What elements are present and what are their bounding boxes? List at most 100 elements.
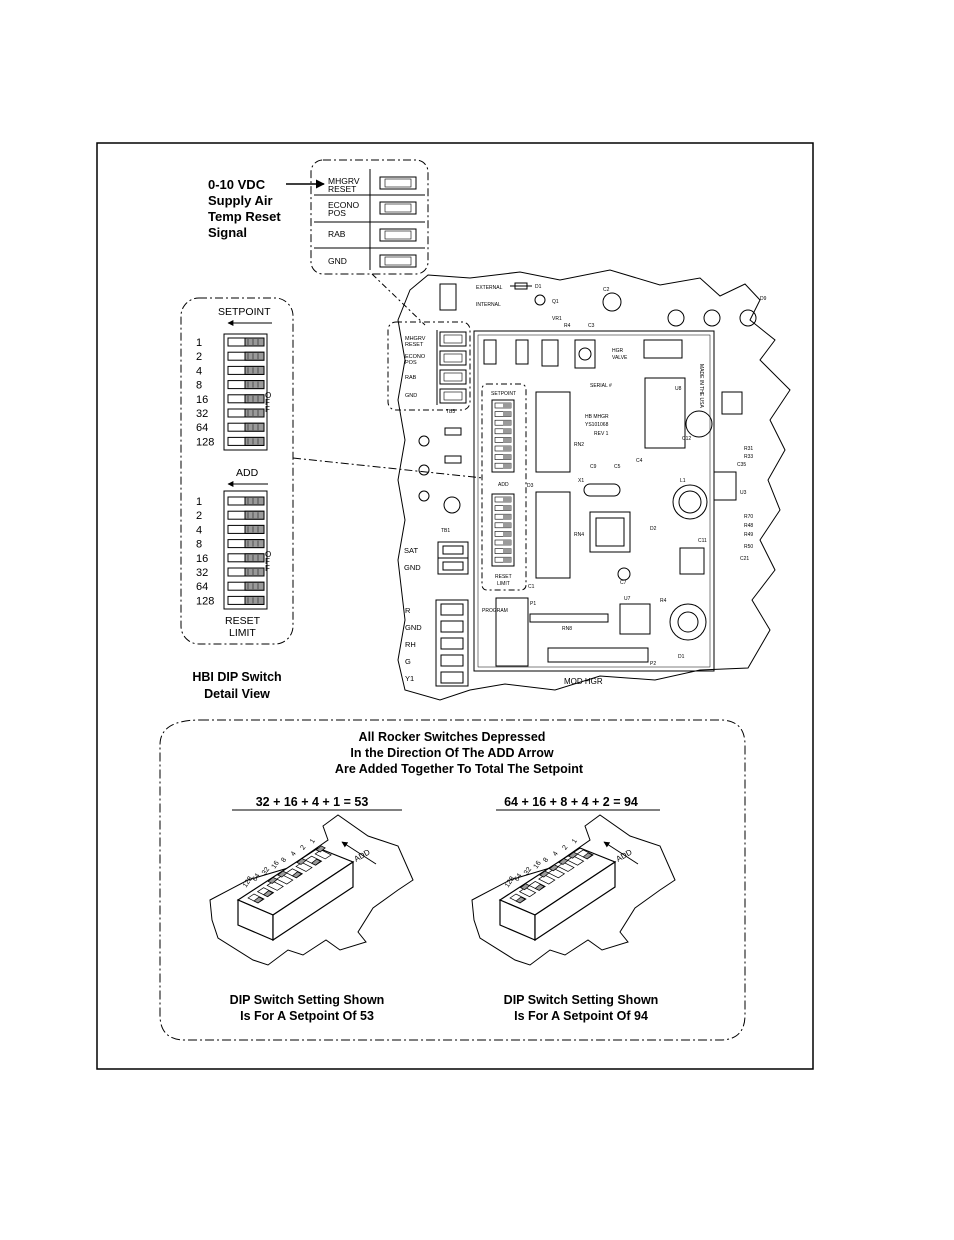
dip-lever-2 <box>310 858 322 866</box>
add-arrow <box>341 841 377 865</box>
dip-lever-64 <box>262 890 274 898</box>
dip-setpoint-switch-body <box>223 333 268 451</box>
board-c11: C11 <box>698 538 707 544</box>
board-p2: P2 <box>650 661 656 667</box>
dip-digit-32: 32 <box>523 866 533 876</box>
board-r31: R31 <box>744 446 753 452</box>
board-tb-screw-3 <box>439 369 467 385</box>
torn-paper <box>471 814 676 966</box>
battery-holder <box>669 603 707 641</box>
dip-bot-value-8: 8 <box>196 539 202 551</box>
board-tb3: TB3 <box>446 409 455 415</box>
dip-digit-32: 32 <box>261 866 271 876</box>
dip-bot-switch-lever-8 <box>244 539 265 549</box>
board-name-2: YS101068 <box>585 422 609 428</box>
microcontroller-die <box>595 517 625 547</box>
board-tb-rab: RAB <box>405 375 417 381</box>
jumper-resistors <box>541 339 559 367</box>
dip-top-switch-lever-32 <box>244 408 265 418</box>
add-arrow <box>603 841 639 865</box>
lower-terminal-screw-gnd <box>440 620 464 633</box>
board-dip-body-2 <box>491 493 515 567</box>
board-reset: RESET <box>495 574 512 580</box>
board-u3: U3 <box>740 490 747 496</box>
board-tb-reset: RESET <box>405 342 424 348</box>
p2-connector <box>547 647 649 663</box>
dip-top-value-16: 16 <box>196 394 208 406</box>
terminal-label-pos: POS <box>328 208 346 218</box>
board-program: PROGRAM <box>482 608 508 614</box>
lower-terminal-screw-y1 <box>440 671 464 684</box>
dip-bot-switch-lever-16 <box>244 553 265 563</box>
dip-top-value-4: 4 <box>196 365 202 377</box>
terminal-label-rab: RAB <box>328 229 346 239</box>
main-pcb <box>473 330 715 672</box>
board-terminal-zoom-outline <box>387 321 471 411</box>
rn8-network <box>529 613 609 623</box>
board-dip-lever <box>503 411 511 417</box>
board-resistor <box>514 282 528 290</box>
left-caption-2: Is For A Setpoint Of 53 <box>240 1009 374 1023</box>
board-tb1: TB1 <box>441 528 450 534</box>
dip-digit-1: 1 <box>571 838 579 845</box>
lower-terminal-screw-g <box>440 654 464 667</box>
board-dip-lever <box>503 420 511 426</box>
dip-detail-outline <box>180 297 294 645</box>
battery-center <box>677 611 699 633</box>
dip-top-switch-lever-128 <box>244 436 265 446</box>
board-serial: SERIAL # <box>590 383 612 389</box>
board-tb-screw-1 <box>439 331 467 347</box>
dip-top-switch-lever-8 <box>244 380 265 390</box>
lower-terminal-label-gnd: GND <box>405 623 422 632</box>
dip-reset-title-1: RESET <box>225 615 261 627</box>
dip-reset-title-2: LIMIT <box>229 627 256 639</box>
dip-bot-off-o: O <box>265 550 271 559</box>
board-vr1: VR1 <box>552 316 562 322</box>
board-rn2: RN2 <box>574 442 584 448</box>
board-hgr: HGR <box>612 348 624 354</box>
board-dip-lever <box>503 548 511 554</box>
dip-top-switch-lever-64 <box>244 422 265 432</box>
led1-component <box>515 339 529 365</box>
terminal-label-econo: ECONO <box>328 200 360 210</box>
rn2-chip <box>535 391 571 473</box>
dip-digit-16: 16 <box>533 860 543 870</box>
right-caption-1: DIP Switch Setting Shown <box>504 993 659 1007</box>
board-capacitor-left <box>443 496 461 514</box>
d-component-b <box>703 309 721 327</box>
c12-capacitor <box>685 410 713 438</box>
board-d2: D2 <box>650 526 657 532</box>
terminal-leader <box>371 273 426 326</box>
microcontroller <box>589 511 631 553</box>
dip-bot-value-128: 128 <box>196 595 214 607</box>
board-name-3: REV 1 <box>594 431 609 437</box>
examples-heading-3: Are Added Together To Total The Setpoint <box>335 762 584 776</box>
board-dip-lever <box>503 437 511 443</box>
led-1 <box>418 435 430 447</box>
board-external: EXTERNAL <box>476 285 503 291</box>
u8-chip <box>644 377 686 449</box>
board-d3: D3 <box>527 483 534 489</box>
dip-digit-64: 64 <box>251 872 261 882</box>
board-resistor-left-1 <box>444 427 462 436</box>
led-3 <box>418 490 430 502</box>
dip-top-value-1: 1 <box>196 337 202 349</box>
dip-top-off-f1: F <box>265 398 270 407</box>
rn4-chip <box>535 491 571 579</box>
dip-bot-switch-lever-1 <box>244 496 265 506</box>
lower-terminal-label-g: G <box>405 657 411 666</box>
dip-top-off-o: O <box>265 391 271 400</box>
board-l1: L1 <box>680 478 686 484</box>
dip-digit-4: 4 <box>290 850 298 857</box>
dip-digit-8: 8 <box>542 857 550 864</box>
board-c21: C21 <box>740 556 749 562</box>
dip-top-value-32: 32 <box>196 408 208 420</box>
board-tb-screw-inner-3 <box>443 372 463 382</box>
l1-inductor-core <box>678 490 702 514</box>
terminal-screw-inner-2 <box>384 203 412 213</box>
sat-screw <box>442 545 464 555</box>
board-c7: C7 <box>620 580 627 586</box>
dip-caption-1: HBI DIP Switch <box>192 670 281 684</box>
